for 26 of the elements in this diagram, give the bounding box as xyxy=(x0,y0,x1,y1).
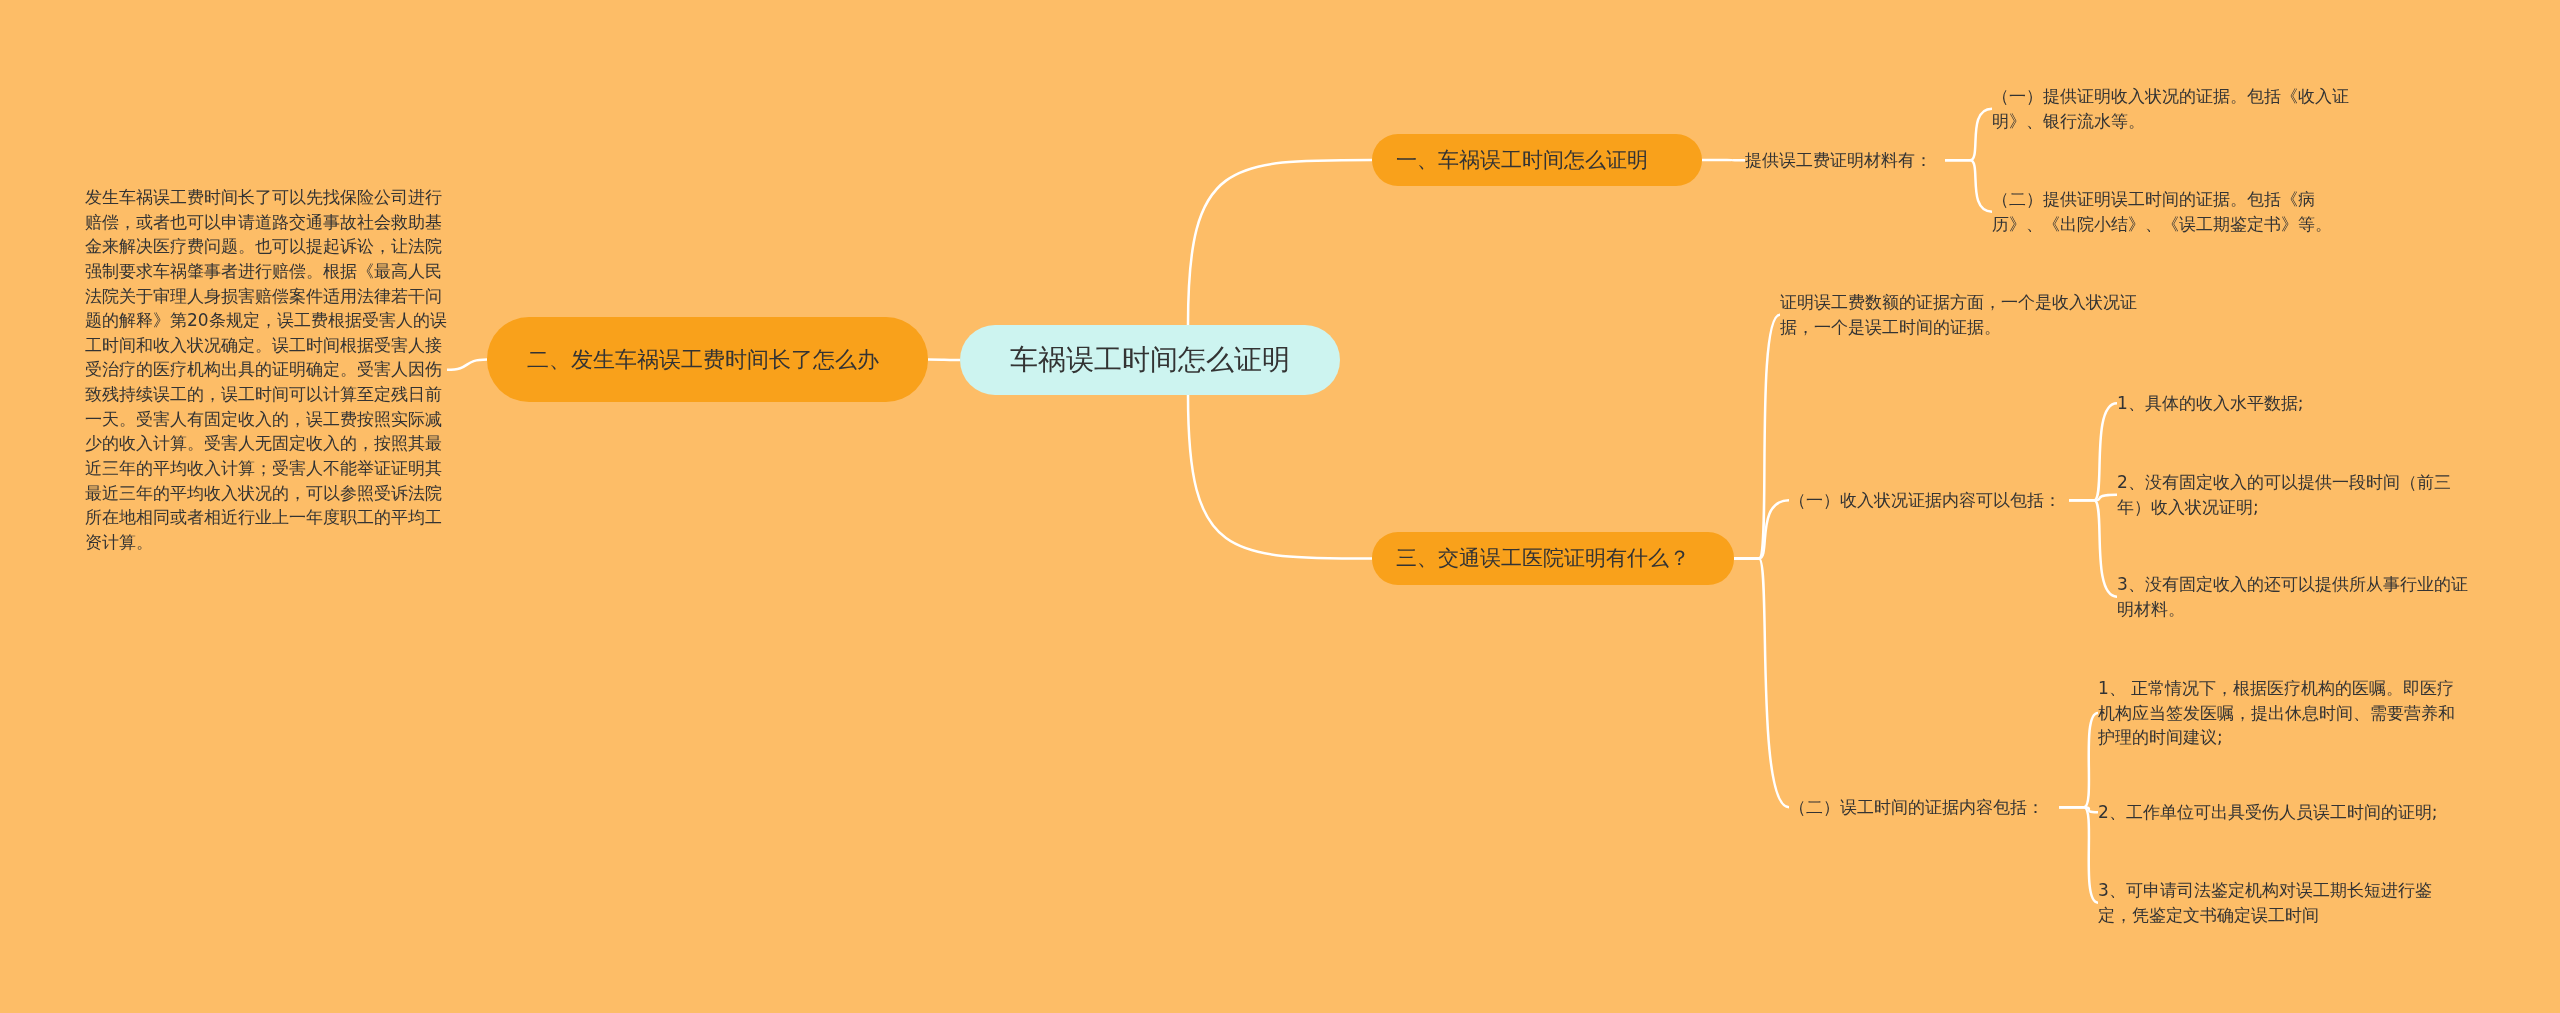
connector-line xyxy=(1734,557,1790,809)
topic-text: 提供误工费证明材料有： xyxy=(1745,148,1945,173)
topic-text: 2、没有固定收入的可以提供一段时间（前三年）收入状况证明; xyxy=(2117,470,2479,520)
branch-topic: 一、车祸误工时间怎么证明 xyxy=(1372,134,1702,186)
topic-text: 3、可申请司法鉴定机构对误工期长短进行鉴定，凭鉴定文书确定误工时间 xyxy=(2098,878,2460,928)
connector-line xyxy=(2069,499,2118,598)
branch-topic: 三、交通误工医院证明有什么？ xyxy=(1372,532,1734,585)
connector-line xyxy=(1186,394,1372,560)
topic-text: （一）提供证明收入状况的证据。包括《收入证明》、银行流水等。 xyxy=(1992,84,2354,134)
central-topic: 车祸误工时间怎么证明 xyxy=(960,325,1340,395)
topic-text: 3、没有固定收入的还可以提供所从事行业的证明材料。 xyxy=(2117,572,2479,622)
topic-text: 证明误工费数额的证据方面，一个是收入状况证据，一个是误工时间的证据。 xyxy=(1780,290,2142,340)
topic-text: （一）收入状况证据内容可以包括： xyxy=(1789,488,2069,513)
connector-line xyxy=(446,358,488,372)
connector-line xyxy=(1702,158,1745,162)
topic-text: 发生车祸误工费时间长了可以先找保险公司进行赔偿，或者也可以申请道路交通事故社会救助基金来解决医疗费问题。也可以提起诉讼，让法院强制要求车祸肇事者进行赔偿。根据《最高人民法院关于审理人身损害赔偿案件适用法律若干问题的解释》第20条规定，误工费根据受害人的误工时间和收入状况确定。误工时间根据受害人接受治疗的医疗机构出具的证明确定。受害人因伤致残持续误工的，误工时间可以计算至定残日前一天。受害人有固定收入的，误工费按照实际减少的收入计算。受害人无固定收入的，按照其最近三年的平均收入计算；受害人不能举证证明其最近三年的平均收入状况的，可以参照受诉法院所在地相同或者相近行业上一年度职工的平均工资计算。 xyxy=(85,185,447,555)
topic-text: 2、工作单位可出具受伤人员误工时间的证明; xyxy=(2098,800,2478,825)
topic-text: 1、具体的收入水平数据; xyxy=(2117,391,2479,416)
topic-text: （二）提供证明误工时间的证据。包括《病历》、《出院小结》、《误工期鉴定书》等。 xyxy=(1992,187,2354,237)
connector-line xyxy=(1945,159,1993,213)
connector-line xyxy=(2059,806,2099,904)
branch-topic: 二、发生车祸误工费时间长了怎么办 xyxy=(487,317,928,402)
connector-line xyxy=(1186,158,1372,326)
topic-text: 1、 正常情况下，根据医疗机构的医嘱。即医疗机构应当签发医嘱，提出休息时间、需要营养和护理的时间建议; xyxy=(2098,676,2460,750)
topic-text: （二）误工时间的证据内容包括： xyxy=(1789,795,2059,820)
connector-line xyxy=(928,358,960,362)
